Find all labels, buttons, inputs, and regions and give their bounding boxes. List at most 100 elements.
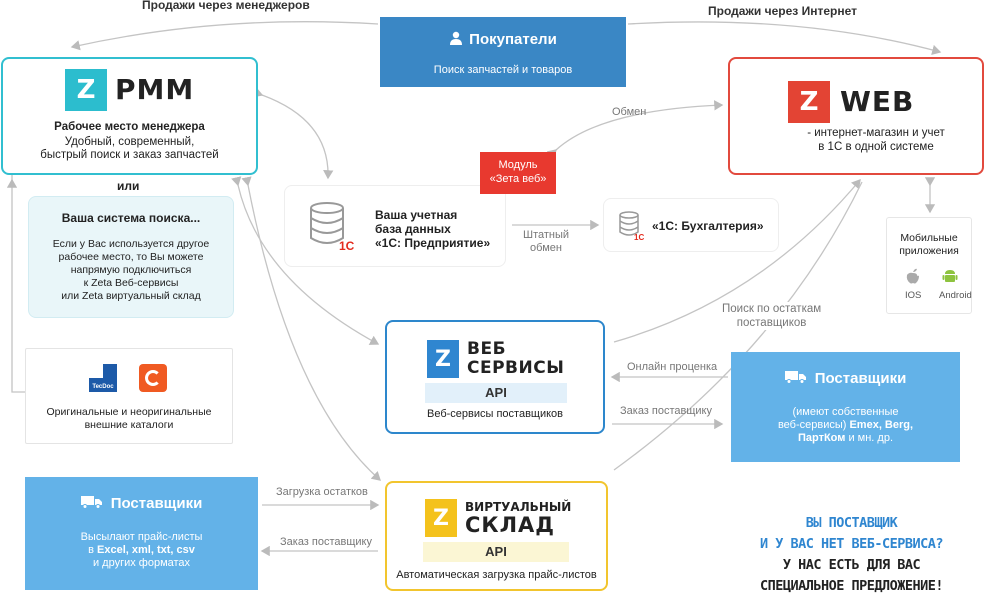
- database-line: Ваша учетная: [375, 208, 458, 222]
- promo-question-line: И У ВАС НЕТ ВЕБ-СЕРВИСА?: [759, 536, 944, 552]
- file-formats: Excel, xml, txt, csv: [97, 544, 195, 556]
- database-line: база данных: [375, 222, 451, 236]
- mobile-apps-box: Мобильные приложения IOS Android: [886, 217, 972, 314]
- web-services-brand: ВЕБ СЕРВИСЫ: [467, 340, 564, 378]
- buyers-subtitle: Поиск запчастей и товаров: [433, 64, 573, 76]
- search-system-line: к Zeta Веб-сервисы: [83, 277, 179, 289]
- web-description: - интернет-магазин и учет в 1С в одной с…: [770, 126, 982, 154]
- edge-label-order-supplier: Заказ поставщику: [280, 536, 372, 548]
- edge-label-line: Штатный: [523, 229, 570, 241]
- web-services-brand-line: ВЕБ: [467, 339, 507, 359]
- search-system-box: Ваша система поиска... Если у Вас исполь…: [28, 196, 234, 318]
- rmm-desc-line: быстрый поиск и заказ запчастей: [40, 149, 219, 161]
- web-services-description: Веб-сервисы поставщиков: [426, 408, 564, 420]
- web-desc-line: в 1С в одной системе: [818, 141, 934, 153]
- user-icon: [450, 31, 463, 45]
- virtual-warehouse-logo: Z: [425, 499, 457, 537]
- web-services-api-badge: API: [425, 383, 567, 403]
- virtual-warehouse-brand-top: ВИРТУАЛЬНЫЙ: [465, 500, 572, 514]
- database-icon: 1С: [619, 211, 644, 242]
- svg-text:1С: 1С: [339, 239, 355, 253]
- accounting-box: 1С «1С: Бухгалтерия»: [603, 198, 779, 252]
- edge-label-line: Поиск по остаткам: [722, 303, 822, 315]
- suppliers-left-line: и других форматах: [92, 557, 191, 569]
- mobile-line: Мобильные: [900, 232, 958, 244]
- suppliers-right-text: (имеют собственные веб-сервисы) Emex, Be…: [731, 406, 960, 445]
- edge-label-line: обмен: [530, 242, 562, 254]
- android-icon: [942, 270, 958, 282]
- search-system-line: рабочее место, то Вы можете: [58, 251, 204, 263]
- suppliers-with-webservices-box: Поставщики (имеют собственные веб-сервис…: [731, 352, 960, 462]
- catalogs-box: TecDoc Оригинальные и неоригинальные вне…: [25, 348, 233, 444]
- promo-answer-line: СПЕЦИАЛЬНОЕ ПРЕДЛОЖЕНИЕ!: [759, 578, 944, 594]
- rmm-desc-line: Удобный, современный,: [64, 136, 195, 148]
- buyers-box: Покупатели Поиск запчастей и товаров: [380, 17, 626, 87]
- web-card: Z WEB - интернет-магазин и учет в 1С в о…: [728, 57, 984, 175]
- search-system-line: напрямую подключиться: [70, 264, 192, 276]
- suppliers-left-line: Высылают прайс-листы: [80, 531, 203, 543]
- edge-label-line: поставщиков: [736, 317, 807, 329]
- sales-via-internet-label: Продажи через Интернет: [708, 4, 857, 18]
- web-services-card: Z ВЕБ СЕРВИСЫ API Веб-сервисы поставщико…: [385, 320, 605, 434]
- tecdoc-logo: TecDoc: [89, 364, 117, 392]
- web-desc-line: - интернет-магазин и учет: [807, 127, 945, 139]
- virtual-warehouse-card: Z ВИРТУАЛЬНЫЙ СКЛАД API Автоматическая з…: [385, 481, 608, 591]
- truck-icon: [784, 371, 806, 384]
- virtual-warehouse-description: Автоматическая загрузка прайс-листов: [396, 569, 597, 581]
- suppliers-left-line: в: [88, 544, 98, 556]
- database-icon: 1С: [310, 202, 355, 253]
- database-line: «1С: Предприятие»: [375, 236, 491, 250]
- search-system-text: Если у Вас используется другое рабочее м…: [29, 238, 233, 303]
- suppliers-left-text: Высылают прайс-листы в Excel, xml, txt, …: [25, 531, 258, 570]
- sales-via-managers-label: Продажи через менеджеров: [142, 0, 310, 12]
- accounting-title: «1С: Бухгалтерия»: [652, 219, 764, 233]
- tecdoc-logo-text: TecDoc: [92, 384, 114, 390]
- search-system-line: или Zeta виртуальный склад: [61, 290, 201, 302]
- rmm-title: Рабочее место менеджера: [54, 121, 205, 133]
- supplier-names: Emex, Berg,: [849, 419, 914, 431]
- edge-label-online-pricing: Онлайн проценка: [627, 361, 718, 373]
- database-box: 1С Ваша учетная база данных «1С: Предпри…: [284, 185, 506, 267]
- or-label: или: [117, 179, 140, 193]
- suppliers-pricelist-box: Поставщики Высылают прайс-листы в Excel,…: [25, 477, 258, 590]
- web-services-brand-line: СЕРВИСЫ: [467, 358, 565, 378]
- search-system-title: Ваша система поиска...: [61, 211, 201, 225]
- edge-label-load-stock: Загрузка остатков: [276, 486, 368, 498]
- suppliers-right-line: веб-сервисы): [777, 419, 850, 431]
- web-logo: Z: [788, 81, 830, 123]
- supplier-names: ПартКом: [797, 432, 846, 444]
- promo-answer-line: У НАС ЕСТЬ ДЛЯ ВАС: [782, 557, 921, 573]
- module-line: Модуль: [498, 159, 538, 171]
- catalogs-line: внешние каталоги: [84, 419, 174, 431]
- suppliers-right-line: (имеют собственные: [792, 406, 899, 418]
- mobile-line: приложения: [899, 245, 959, 257]
- ios-label: IOS: [905, 290, 922, 301]
- rmm-card: Z РММ Рабочее место менеджера Удобный, с…: [1, 57, 258, 175]
- rmm-brand: РММ: [115, 73, 195, 106]
- catalog-logo: [139, 364, 167, 392]
- promo-text: ВЫ ПОСТАВЩИК И У ВАС НЕТ ВЕБ-СЕРВИСА? У …: [730, 513, 973, 597]
- suppliers-right-title: Поставщики: [814, 370, 907, 387]
- edge-label-stock-search: Поиск по остаткам поставщиков: [722, 302, 822, 330]
- web-brand: WEB: [840, 85, 915, 118]
- suppliers-left-title: Поставщики: [110, 495, 203, 512]
- truck-icon: [80, 496, 102, 509]
- mobile-apps-title: Мобильные приложения: [887, 232, 971, 258]
- web-services-logo: Z: [427, 340, 459, 378]
- suppliers-right-line: и мн. др.: [845, 432, 894, 444]
- promo-question-line: ВЫ ПОСТАВЩИК: [805, 515, 898, 531]
- virtual-warehouse-api-badge: API: [423, 542, 569, 562]
- catalogs-line: Оригинальные и неоригинальные: [46, 406, 212, 418]
- edge-label-exchange: Обмен: [612, 106, 647, 118]
- search-system-line: Если у Вас используется другое: [52, 238, 210, 250]
- module-line: «Зета веб»: [489, 173, 547, 185]
- zeta-web-module-badge: Модуль «Зета веб»: [480, 152, 556, 194]
- svg-text:1С: 1С: [634, 233, 644, 242]
- buyers-title: Покупатели: [469, 31, 557, 48]
- apple-icon: [906, 268, 919, 284]
- android-label: Android: [939, 290, 972, 301]
- edge-label-standard-exchange: Штатный обмен: [523, 229, 569, 255]
- rmm-logo: Z: [65, 69, 107, 111]
- database-title: Ваша учетная база данных «1С: Предприяти…: [375, 208, 490, 250]
